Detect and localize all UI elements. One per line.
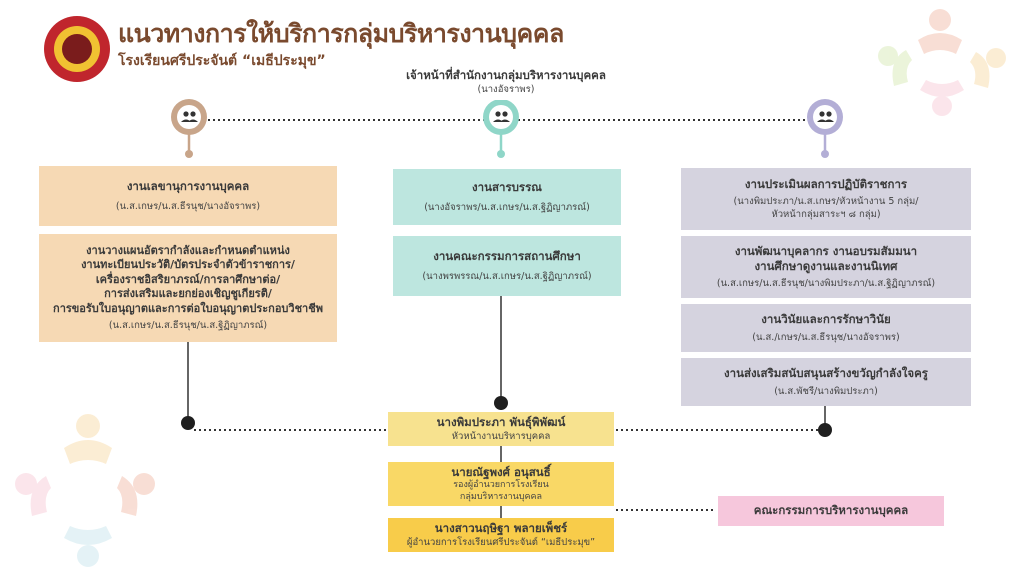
chain-director: นางสาวนฤษิฐา พลายเพ็ชร์ ผู้อำนวยการโรงเร… — [388, 518, 614, 552]
box-title: งานเลขานุการงานบุคคล — [126, 179, 250, 194]
pin-middle — [483, 99, 519, 158]
page-subtitle: โรงเรียนศรีประจันต์ “เมธีประมุข” — [118, 53, 326, 69]
box-title: งานสารบรรณ — [472, 180, 542, 195]
junction-dot-middle — [494, 396, 508, 410]
staff-name: (นางอัจราพร) — [477, 83, 535, 95]
page-title: แนวทางการให้บริการกลุ่มบริหารงานบุคคล — [118, 19, 564, 48]
committee-box: คณะกรรมการบริหารงานบุคคล — [718, 496, 944, 526]
box-title: งานพัฒนาบุคลากร งานอบรมสัมมนา งานศึกษาดู… — [734, 243, 918, 274]
box-people: (น.ส.เกษร/น.ส.ธีรนุช/นางพิมประภา/น.ส.ฐิฏ… — [716, 277, 936, 289]
pin-right — [807, 99, 843, 158]
right-box-evaluation: งานประเมินผลการปฏิบัติราชการ (นางพิมประภ… — [681, 168, 971, 230]
school-logo — [44, 16, 110, 82]
chain-role: รองผู้อำนวยการโรงเรียน กลุ่มบริหารงานบุค… — [453, 480, 549, 502]
right-box-morale: งานส่งเสริมสนับสนุนสร้างขวัญกำลังใจครู (… — [681, 358, 971, 406]
box-title: งานคณะกรรมการสถานศึกษา — [433, 249, 581, 264]
box-people: (น.ส.เกษร/น.ส.ธีรนุช/นางอัจราพร) — [115, 200, 261, 212]
junction-dot-left — [181, 416, 195, 430]
chain-name: นางพิมประภา พันธุ์พิพัฒน์ — [436, 415, 566, 430]
junction-dot-right — [818, 423, 832, 437]
box-people: (นางอัจราพร/น.ส.เกษร/น.ส.ฐิฏิญาภรณ์) — [424, 201, 590, 213]
box-people: (น.ส./เกษร/น.ส.ธีรนุช/นางอัจราพร) — [752, 331, 900, 343]
box-title: งานประเมินผลการปฏิบัติราชการ — [744, 176, 908, 191]
chain-deputy-director: นายณัฐพงศ์ อนุสนธิ์ รองผู้อำนวยการโรงเรี… — [388, 462, 614, 506]
left-box-secretary: งานเลขานุการงานบุคคล (น.ส.เกษร/น.ส.ธีรนุ… — [39, 166, 337, 226]
middle-box-school-board: งานคณะกรรมการสถานศึกษา (นางพรพรรณ/น.ส.เก… — [393, 236, 621, 296]
right-box-discipline: งานวินัยและการรักษาวินัย (น.ส./เกษร/น.ส.… — [681, 304, 971, 352]
staff-box: เจ้าหน้าที่สำนักงานกลุ่มบริหารงานบุคคล (… — [390, 64, 622, 100]
decor-people-circle-top-right — [878, 9, 1006, 116]
chain-head-of-personnel: นางพิมประภา พันธุ์พิพัฒน์ หัวหน้างานบริห… — [388, 412, 614, 446]
box-people: (นางพิมประภา/น.ส.เกษร/หัวหน้างาน 5 กลุ่ม… — [733, 196, 919, 220]
committee-label: คณะกรรมการบริหารงานบุคคล — [753, 503, 909, 518]
decor-people-circle-bottom-left — [15, 414, 155, 567]
chain-role: หัวหน้างานบริหารบุคคล — [451, 430, 551, 442]
box-people: (น.ส.เกษร/น.ส.ธีรนุช/น.ส.ฐิฏิญาภรณ์) — [108, 320, 268, 332]
box-title: งานวางแผนอัตรากำลังและกำหนดตำแหน่ง งานทะ… — [53, 243, 323, 315]
staff-title: เจ้าหน้าที่สำนักงานกลุ่มบริหารงานบุคคล — [406, 68, 606, 83]
right-box-development: งานพัฒนาบุคลากร งานอบรมสัมมนา งานศึกษาดู… — [681, 236, 971, 298]
box-people: (นางพรพรรณ/น.ส.เกษร/น.ส.ฐิฏิญาภรณ์) — [422, 270, 592, 282]
pin-left — [171, 99, 207, 158]
chain-name: นายณัฐพงศ์ อนุสนธิ์ — [451, 464, 551, 479]
box-people: (น.ส.พัชรี/นางพิมประภา) — [774, 385, 878, 397]
middle-box-correspondence: งานสารบรรณ (นางอัจราพร/น.ส.เกษร/น.ส.ฐิฏิ… — [393, 169, 621, 225]
box-title: งานส่งเสริมสนับสนุนสร้างขวัญกำลังใจครู — [724, 366, 928, 381]
left-box-planning: งานวางแผนอัตรากำลังและกำหนดตำแหน่ง งานทะ… — [39, 234, 337, 342]
chain-name: นางสาวนฤษิฐา พลายเพ็ชร์ — [434, 521, 568, 536]
box-title: งานวินัยและการรักษาวินัย — [761, 312, 891, 327]
chain-role: ผู้อำนวยการโรงเรียนศรีประจันต์ “เมธีประม… — [406, 536, 596, 548]
